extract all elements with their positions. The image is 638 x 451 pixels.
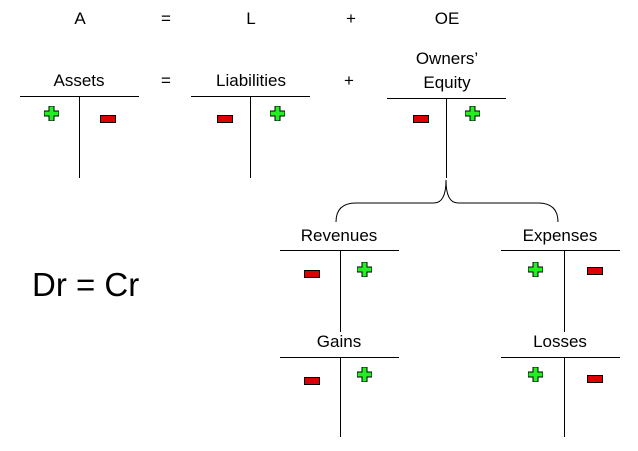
- minus-icon: [217, 110, 233, 128]
- minus-icon: [587, 262, 603, 280]
- t-account-divider: [340, 357, 341, 437]
- t-account-divider: [79, 96, 80, 178]
- plus-icon: [527, 366, 544, 387]
- plus-icon: [269, 105, 286, 126]
- t-account-divider: [446, 98, 447, 178]
- t-account-top-line: [501, 250, 620, 251]
- account-title-losses: Losses: [533, 332, 587, 351]
- account-title-expenses: Expenses: [522, 226, 598, 245]
- accounts-plus: +: [344, 71, 354, 90]
- account-title-owners-equity-line2: Equity: [423, 73, 471, 92]
- plus-icon: [527, 261, 544, 282]
- equation-plus: +: [346, 9, 356, 28]
- t-account-divider: [250, 96, 251, 178]
- minus-icon: [100, 110, 116, 128]
- equation-oe: OE: [434, 9, 460, 28]
- t-account-top-line: [280, 250, 399, 251]
- plus-icon: [356, 366, 373, 387]
- t-account-divider: [564, 250, 565, 332]
- t-account-top-line: [501, 357, 620, 358]
- account-title-liabilities: Liabilities: [216, 71, 286, 90]
- minus-icon: [304, 372, 320, 390]
- minus-icon: [413, 110, 429, 128]
- equation-equals: =: [161, 9, 171, 28]
- debit-credit-rule: Dr = Cr: [32, 266, 140, 303]
- plus-icon: [464, 105, 481, 126]
- account-title-owners-equity-line1: Owners’: [415, 49, 479, 68]
- t-account-divider: [564, 357, 565, 437]
- account-title-assets: Assets: [53, 71, 105, 90]
- minus-icon: [587, 370, 603, 388]
- equation-a: A: [74, 9, 86, 28]
- account-title-revenues: Revenues: [300, 226, 378, 245]
- t-account-top-line: [280, 357, 399, 358]
- equation-l: L: [246, 9, 256, 28]
- plus-icon: [356, 261, 373, 282]
- accounts-equals: =: [161, 71, 171, 90]
- t-account-divider: [340, 250, 341, 332]
- account-title-gains: Gains: [316, 332, 362, 351]
- plus-icon: [43, 105, 60, 126]
- minus-icon: [304, 265, 320, 283]
